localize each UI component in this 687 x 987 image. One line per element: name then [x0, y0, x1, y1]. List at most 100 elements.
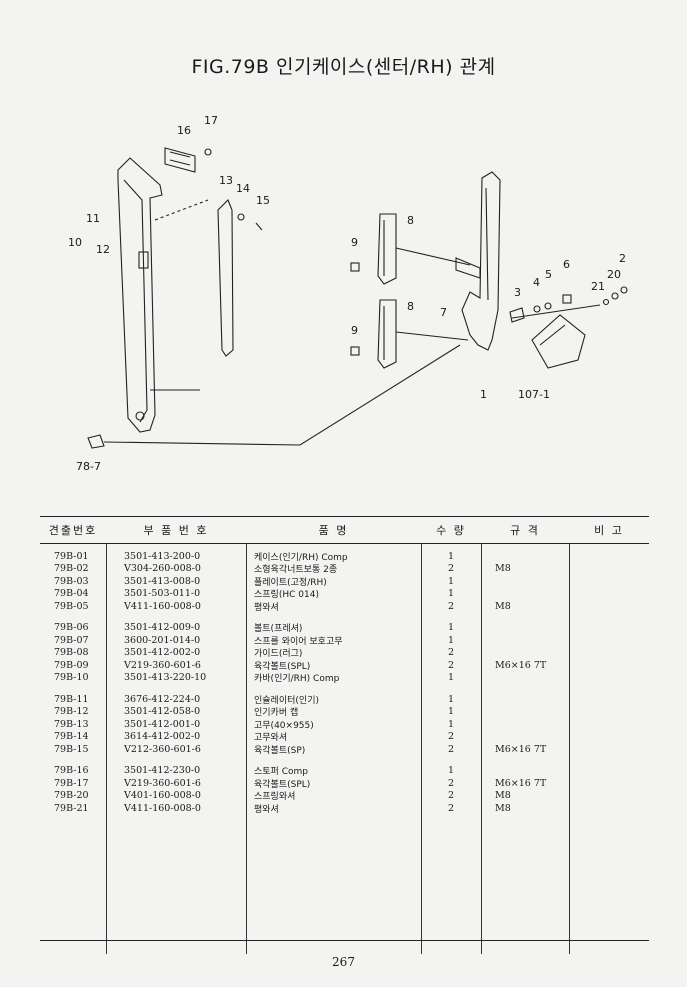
svg-text:17: 17	[204, 114, 218, 127]
cell-part-name: 육각볼트(SPL)	[254, 779, 311, 790]
cell-part-name: 소형육각너트보통 2종	[254, 565, 338, 576]
cell-quantity: 1	[447, 706, 455, 718]
cell-part-number: 3501-412-002-0	[124, 647, 201, 659]
cell-part-number: 3501-412-009-0	[124, 622, 201, 634]
cell-part-name: 고무(40×955)	[254, 720, 314, 731]
cell-part-number: V219-360-601-6	[124, 659, 201, 671]
cell-quantity: 1	[447, 588, 455, 600]
cell-part-name: 육각볼트(SP)	[254, 745, 306, 756]
guide-part-lower	[377, 299, 397, 369]
cell-part-name: 케이스(인기/RH) Comp	[254, 552, 348, 563]
cell-part-number: 3600-201-014-0	[124, 634, 201, 646]
cell-spec: M6×16 7T	[495, 777, 547, 789]
cell-quantity: 2	[447, 600, 455, 612]
group-spacer	[40, 613, 649, 622]
cell-part-number: 3501-412-001-0	[124, 718, 201, 730]
svg-text:13: 13	[219, 174, 233, 187]
svg-text:9: 9	[351, 324, 358, 337]
cell-quantity: 2	[447, 659, 455, 671]
cell-ref: 79B-11	[54, 693, 89, 705]
cell-ref: 79B-13	[54, 718, 89, 730]
cell-ref: 79B-07	[54, 634, 89, 646]
svg-text:20: 20	[607, 268, 621, 281]
bottom-rule	[40, 940, 649, 941]
table-row: 79B-03 3501-413-008-0 플레이트(고정/RH) 1	[40, 575, 649, 588]
rubber-strip-part	[217, 199, 234, 357]
cell-ref: 79B-08	[54, 647, 89, 659]
cell-ref: 79B-21	[54, 802, 89, 814]
cell-quantity: 1	[447, 672, 455, 684]
header-note: 비 고	[594, 524, 624, 537]
svg-text:3: 3	[514, 286, 521, 299]
cell-part-name: 스프링(HC 014)	[254, 590, 319, 601]
cell-quantity: 2	[447, 647, 455, 659]
page-number: 267	[332, 955, 355, 969]
cell-part-name: 가이드(러그)	[254, 649, 303, 660]
exploded-parts-diagram: 16 17 13 14 15 11 10 12 8 9 8 9 7 3 4 5 …	[0, 100, 687, 490]
bolt-part	[87, 434, 105, 449]
cell-part-number: 3501-413-200-0	[124, 550, 201, 562]
svg-text:107-1: 107-1	[518, 388, 550, 401]
cell-quantity: 1	[447, 575, 455, 587]
cell-part-number: 3501-413-220-10	[124, 672, 207, 684]
svg-text:11: 11	[86, 212, 100, 225]
table-row: 79B-08 3501-412-002-0 가이드(러그) 2	[40, 647, 649, 660]
cell-part-name: 카바(인기/RH) Comp	[254, 674, 340, 685]
cell-quantity: 1	[447, 634, 455, 646]
cell-part-name: 평와셔	[254, 804, 279, 815]
cell-spec: M8	[495, 600, 511, 612]
page-title: FIG.79B 인기케이스(센터/RH) 관계	[191, 56, 496, 78]
cell-quantity: 1	[447, 693, 455, 705]
cell-ref: 79B-17	[54, 777, 89, 789]
svg-text:5: 5	[545, 268, 552, 281]
table-row: 79B-06 3501-412-009-0 볼트(프레셔) 1	[40, 622, 649, 635]
group-spacer	[40, 756, 649, 765]
cell-quantity: 2	[447, 731, 455, 743]
cell-ref: 79B-16	[54, 765, 89, 777]
svg-text:8: 8	[407, 300, 414, 313]
cell-ref: 79B-02	[54, 563, 89, 575]
svg-text:7: 7	[440, 306, 447, 319]
cell-quantity: 2	[447, 743, 455, 755]
cell-ref: 79B-12	[54, 706, 89, 718]
diagram-callouts: 16 17 13 14 15 11 10 12 8 9 8 9 7 3 4 5 …	[68, 114, 626, 473]
stopper-part	[164, 147, 196, 173]
cell-quantity: 2	[447, 790, 455, 802]
table-header-row: 견출번호 부 품 번 호 품 명 수 량 규 격 비 고	[40, 516, 649, 544]
frame-part	[461, 171, 501, 351]
cell-ref: 79B-06	[54, 622, 89, 634]
cell-quantity: 1	[447, 622, 455, 634]
svg-text:21: 21	[591, 280, 605, 293]
cell-part-name: 인슐레이터(인기)	[254, 695, 319, 706]
header-spec: 규 격	[510, 524, 540, 537]
cell-part-number: V411-160-008-0	[124, 802, 201, 814]
svg-text:78-7: 78-7	[76, 460, 101, 473]
cell-part-number: V401-160-008-0	[124, 790, 201, 802]
cell-part-name: 육각볼트(SPL)	[254, 661, 311, 672]
cell-part-number: 3501-412-058-0	[124, 706, 201, 718]
header-part-name: 품 명	[318, 524, 349, 537]
cell-ref: 79B-03	[54, 575, 89, 587]
svg-text:14: 14	[236, 182, 250, 195]
cell-quantity: 2	[447, 802, 455, 814]
cell-part-name: 볼트(프레셔)	[254, 624, 303, 635]
svg-text:4: 4	[533, 276, 540, 289]
group-spacer	[40, 684, 649, 693]
cell-part-name: 플레이트(고정/RH)	[254, 577, 327, 588]
svg-text:15: 15	[256, 194, 270, 207]
cell-part-number: 3501-413-008-0	[124, 575, 201, 587]
cell-ref: 79B-04	[54, 588, 89, 600]
cell-spec: M6×16 7T	[495, 659, 547, 671]
